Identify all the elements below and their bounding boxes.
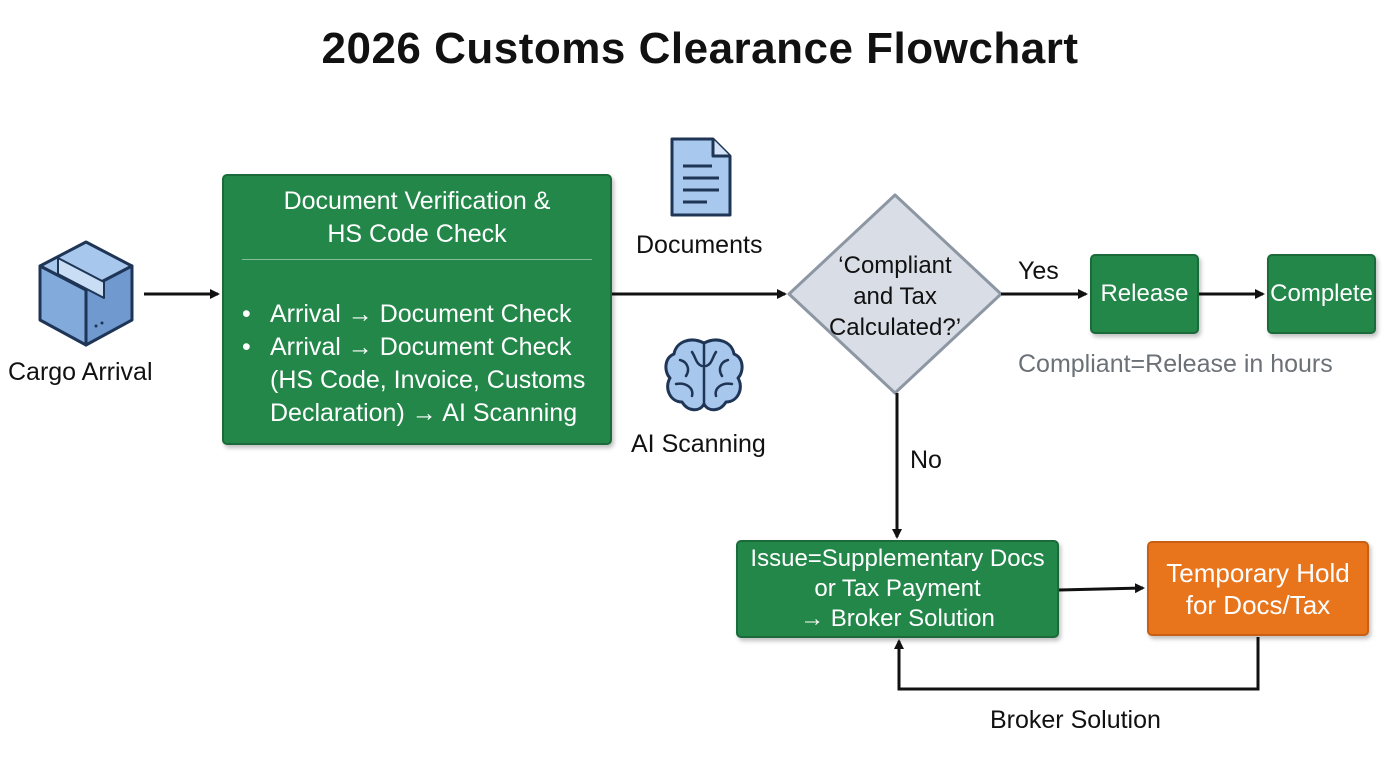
package-box-icon [38, 240, 134, 347]
verification-bullet-list: Arrival → Document Check Arrival → Docum… [224, 298, 610, 430]
temporary-hold-box: Temporary Hold for Docs/Tax [1147, 541, 1369, 636]
verification-heading: Document Verification & HS Code Check [283, 187, 551, 248]
release-box: Release [1090, 254, 1199, 334]
hold-line-2: for Docs/Tax [1185, 589, 1331, 620]
document-icon [670, 137, 732, 217]
documents-label: Documents [636, 231, 763, 259]
page-title: 2026 Customs Clearance Flowchart [321, 24, 1079, 73]
complete-box: Complete [1267, 254, 1376, 334]
cargo-arrival-label: Cargo Arrival [8, 358, 153, 386]
broker-solution-label: Broker Solution [990, 706, 1161, 734]
release-time-note: Compliant=Release in hours [1018, 350, 1333, 378]
arrow-issue-to-hold [1058, 583, 1145, 594]
bullet-item: Arrival → Document Check [242, 298, 610, 331]
yes-label: Yes [1018, 257, 1059, 285]
release-label: Release [1100, 280, 1189, 307]
issue-line-2: or Tax Payment [814, 575, 981, 602]
complete-label: Complete [1270, 280, 1373, 307]
ai-scanning-label: AI Scanning [631, 430, 766, 458]
decision-diamond [787, 193, 1003, 395]
issue-box: Issue=Supplementary Docs or Tax Payment … [736, 540, 1059, 638]
decision-text: ‘Compliant and Tax Calculated?’ [828, 252, 962, 341]
bullet-item: Arrival → Document Check (HS Code, Invoi… [242, 331, 610, 430]
issue-line-3: → Broker Solution [800, 605, 995, 632]
hold-line-1: Temporary Hold [1166, 557, 1350, 588]
document-verification-box: Document Verification & HS Code Check Ar… [222, 174, 612, 445]
no-label: No [910, 446, 942, 474]
verification-divider [242, 259, 592, 260]
issue-line-1: Issue=Supplementary Docs [750, 545, 1045, 572]
arrow-hold-loop-to-issue [894, 637, 1260, 691]
brain-icon [664, 338, 744, 412]
